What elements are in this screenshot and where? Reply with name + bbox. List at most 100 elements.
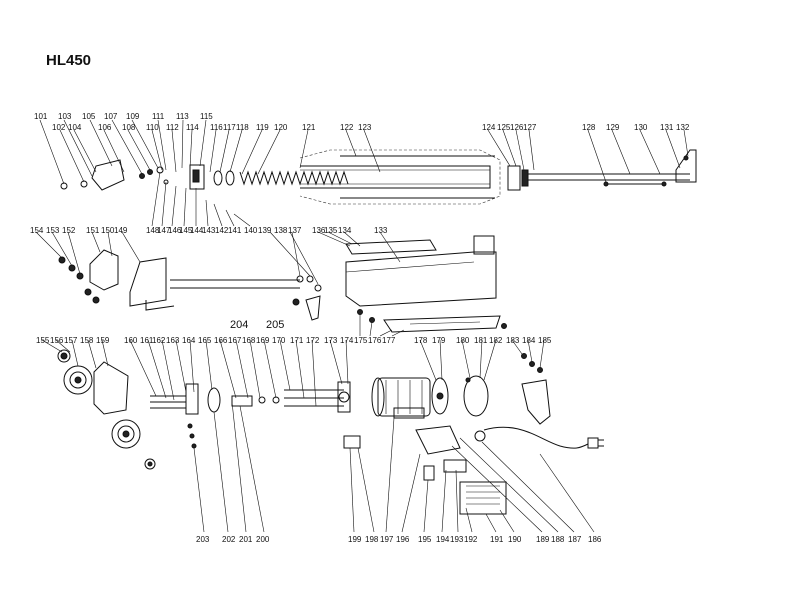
callout-168: 168 [242, 336, 256, 345]
callout-194: 194 [436, 535, 450, 544]
callout-124: 124 [482, 123, 496, 132]
callout-129: 129 [606, 123, 620, 132]
callout-172: 172 [306, 336, 320, 345]
callout-175: 175 [354, 336, 368, 345]
callout-126: 126 [510, 123, 524, 132]
callout-114: 114 [186, 123, 199, 132]
callout-111: 111 [152, 112, 165, 121]
callout-160: 160 [124, 336, 138, 345]
callout-132: 132 [676, 123, 690, 132]
callout-145: 145 [179, 226, 193, 235]
callout-139: 139 [258, 226, 272, 235]
callout-151: 151 [86, 226, 100, 235]
callout-205: 205 [266, 319, 284, 331]
callout-185: 185 [538, 336, 552, 345]
callout-120: 120 [274, 123, 288, 132]
callout-118: 118 [236, 123, 249, 132]
callout-153: 153 [46, 226, 60, 235]
callout-128: 128 [582, 123, 596, 132]
callout-155: 155 [36, 336, 50, 345]
callout-141: 141 [228, 226, 242, 235]
callout-161: 161 [140, 336, 154, 345]
callout-163: 163 [166, 336, 180, 345]
callout-131: 131 [660, 123, 674, 132]
callout-142: 142 [215, 226, 229, 235]
callout-137: 137 [288, 226, 302, 235]
callout-121: 121 [302, 123, 316, 132]
callout-181: 181 [474, 336, 488, 345]
callout-150: 150 [101, 226, 115, 235]
callout-116: 116 [210, 123, 223, 132]
pump-motor-assembly [150, 353, 604, 515]
callout-147: 147 [157, 226, 171, 235]
callout-197: 197 [380, 535, 394, 544]
callout-169: 169 [256, 336, 270, 345]
callout-108: 108 [122, 123, 136, 132]
support-assembly [58, 235, 507, 333]
callout-192: 192 [464, 535, 478, 544]
callout-154: 154 [30, 226, 44, 235]
callout-200: 200 [256, 535, 270, 544]
callout-149: 149 [114, 226, 128, 235]
callout-182: 182 [489, 336, 503, 345]
callout-109: 109 [126, 112, 140, 121]
callout-187: 187 [568, 535, 582, 544]
callout-115: 115 [200, 112, 213, 121]
callout-119: 119 [256, 123, 269, 132]
callout-179: 179 [432, 336, 446, 345]
callout-labels: 101 102 103 104 105 106 107 108 109 110 … [30, 112, 690, 544]
callout-143: 143 [202, 226, 216, 235]
callout-157: 157 [64, 336, 78, 345]
callout-166: 166 [214, 336, 228, 345]
callout-104: 104 [68, 123, 82, 132]
callout-195: 195 [418, 535, 432, 544]
callout-180: 180 [456, 336, 470, 345]
callout-176: 176 [368, 336, 382, 345]
callout-164: 164 [182, 336, 196, 345]
callout-177: 177 [382, 336, 396, 345]
callout-107: 107 [104, 112, 118, 121]
callout-189: 189 [536, 535, 550, 544]
callout-191: 191 [490, 535, 504, 544]
callout-193: 193 [450, 535, 464, 544]
callout-136: 136 [312, 226, 326, 235]
callout-113: 113 [176, 112, 189, 121]
callout-101: 101 [34, 112, 48, 121]
callout-123: 123 [358, 123, 372, 132]
callout-183: 183 [506, 336, 520, 345]
callout-158: 158 [80, 336, 94, 345]
callout-173: 173 [324, 336, 338, 345]
callout-144: 144 [190, 226, 204, 235]
callout-122: 122 [340, 123, 354, 132]
callout-127: 127 [523, 123, 537, 132]
callout-102: 102 [52, 123, 66, 132]
callout-178: 178 [414, 336, 428, 345]
callout-110: 110 [146, 123, 159, 132]
callout-133: 133 [374, 226, 388, 235]
callout-125: 125 [497, 123, 511, 132]
diagram-title: HL450 [46, 52, 92, 69]
callout-156: 156 [50, 336, 64, 345]
callout-105: 105 [82, 112, 96, 121]
callout-204: 204 [230, 319, 248, 331]
callout-203: 203 [196, 535, 210, 544]
callout-140: 140 [244, 226, 258, 235]
callout-184: 184 [522, 336, 536, 345]
callout-170: 170 [272, 336, 286, 345]
callout-148: 148 [146, 226, 160, 235]
callout-188: 188 [551, 535, 565, 544]
callout-106: 106 [98, 123, 112, 132]
callout-138: 138 [274, 226, 288, 235]
wheel-assembly [57, 349, 156, 470]
callout-130: 130 [634, 123, 648, 132]
callout-167: 167 [228, 336, 242, 345]
callout-201: 201 [239, 535, 253, 544]
callout-174: 174 [340, 336, 354, 345]
callout-146: 146 [168, 226, 182, 235]
callout-103: 103 [58, 112, 72, 121]
callout-162: 162 [152, 336, 166, 345]
callout-171: 171 [290, 336, 304, 345]
callout-186: 186 [588, 535, 602, 544]
callout-199: 199 [348, 535, 362, 544]
